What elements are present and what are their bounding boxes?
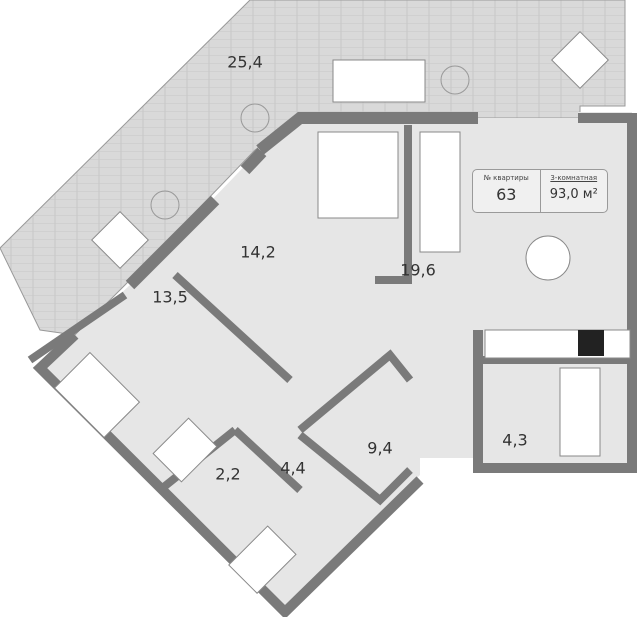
room-area-balcony: 25,4: [227, 52, 263, 72]
apartment-info-box: № квартиры 63 3-комнатная 93,0 м²: [472, 169, 608, 213]
plant-icon: [240, 103, 270, 133]
room-count-label: 3-комнатная: [550, 174, 598, 182]
interior-floor: [40, 112, 632, 612]
room-area-wc: 2,2: [215, 464, 241, 484]
apartment-number-label: № квартиры: [483, 174, 529, 182]
room-area-bathroom-1: 4,3: [502, 430, 528, 450]
room-area-bedroom-1: 14,2: [240, 242, 276, 262]
room-area-bedroom-2: 13,5: [152, 287, 188, 307]
room-area-bathroom-2: 4,4: [280, 458, 306, 478]
outer-wall: [125, 195, 220, 290]
plant-icon: [150, 190, 180, 220]
apartment-number: 63: [496, 185, 517, 204]
furniture: [53, 31, 631, 594]
room-area-hall: 9,4: [367, 438, 393, 458]
plant-icon: [440, 65, 470, 95]
cooktop-icon: [578, 330, 604, 356]
total-area: 93,0 м²: [549, 187, 598, 202]
outer-wall: [240, 147, 267, 175]
outer-walls: [256, 112, 478, 155]
room-area-living: 19,6: [400, 260, 436, 280]
